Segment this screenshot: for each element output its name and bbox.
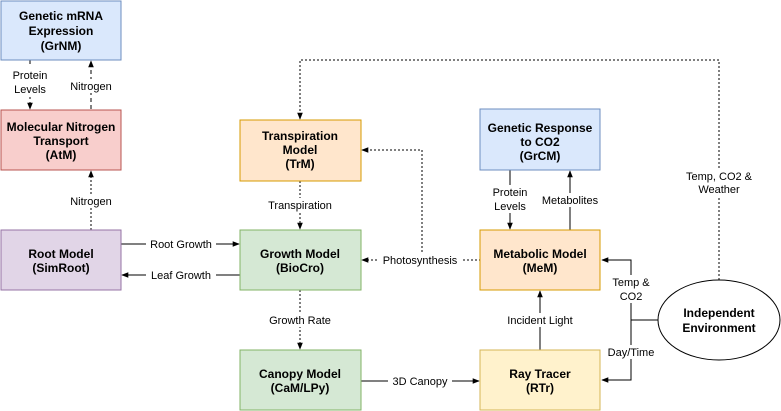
node-mem[interactable]: Metabolic Model (MeM): [479, 229, 601, 291]
node-simroot-line2: (SimRoot): [32, 261, 89, 275]
label-transpiration: Transpiration: [268, 200, 332, 212]
node-mem-line1: Metabolic Model: [493, 247, 586, 261]
edge-labels: Protein Levels Nitrogen Nitrogen Root Gr…: [6, 67, 753, 388]
node-cam-line2: (CaM/LPy): [271, 381, 330, 395]
node-grcm-box: [479, 108, 601, 171]
label-protein-levels-2-line2: Levels: [494, 201, 526, 213]
label-leaf-growth: Leaf Growth: [151, 270, 211, 282]
label-day-time: Day/Time: [608, 347, 655, 359]
node-grcm-line1: Genetic Response: [488, 121, 593, 135]
node-rtr-line2: (RTr): [526, 381, 554, 395]
label-temp-co2-weather-line2: Weather: [698, 184, 740, 196]
label-growth-rate: Growth Rate: [269, 315, 331, 327]
label-metabolites: Metabolites: [542, 195, 599, 207]
node-grcm-line2: to CO2: [520, 135, 560, 149]
node-grcm[interactable]: Genetic Response to CO2 (GrCM): [479, 108, 601, 171]
node-simroot-box: [0, 229, 122, 291]
node-grcm-line3: (GrCM): [520, 149, 561, 163]
node-simroot-line1: Root Model: [28, 247, 93, 261]
node-atm-line3: (AtM): [46, 148, 77, 162]
label-protein-levels-1-line1: Protein: [13, 70, 48, 82]
node-trm-box: [239, 119, 362, 182]
node-rtr-line1: Ray Tracer: [509, 367, 571, 381]
node-atm-line1: Molecular Nitrogen: [7, 120, 116, 134]
node-biocro-line2: (BioCro): [276, 261, 324, 275]
node-cam-line1: Canopy Model: [259, 367, 341, 381]
label-nitrogen-2: Nitrogen: [70, 196, 112, 208]
node-mem-line2: (MeM): [523, 261, 558, 275]
node-simroot[interactable]: Root Model (SimRoot): [0, 229, 122, 291]
label-temp-co2-weather-line1: Temp, CO2 &: [686, 171, 753, 183]
node-env-line1: Independent: [683, 306, 754, 320]
node-grnm-box: [0, 0, 122, 61]
node-grnm-line2: Expression: [29, 24, 94, 38]
edge-day-time: [601, 320, 632, 383]
node-env-line2: Environment: [682, 321, 755, 335]
label-temp-co2-line2: CO2: [620, 291, 643, 303]
node-grnm[interactable]: Genetic mRNA Expression (GrNM): [0, 0, 122, 61]
label-protein-levels-2-line1: Protein: [493, 187, 528, 199]
node-grnm-line3: (GrNM): [41, 39, 82, 53]
node-atm[interactable]: Molecular Nitrogen Transport (AtM): [0, 109, 122, 171]
label-incident-light: Incident Light: [507, 315, 572, 327]
node-biocro-line1: Growth Model: [260, 247, 340, 261]
label-photosynthesis: Photosynthesis: [383, 255, 458, 267]
label-nitrogen-1: Nitrogen: [70, 81, 112, 93]
node-atm-box: [0, 109, 122, 171]
label-protein-levels-1-line2: Levels: [14, 84, 46, 96]
node-env[interactable]: Independent Environment: [657, 279, 781, 361]
edge-photosynthesis-to-trm: [361, 147, 423, 260]
node-rtr-box: [479, 349, 601, 411]
node-biocro-box: [239, 229, 362, 291]
node-trm[interactable]: Transpiration Model (TrM): [239, 119, 362, 182]
node-grnm-line1: Genetic mRNA: [19, 9, 103, 23]
node-biocro[interactable]: Growth Model (BioCro): [239, 229, 362, 291]
node-atm-line2: Transport: [33, 134, 88, 148]
node-trm-line2: Model: [283, 143, 318, 157]
node-trm-line3: (TrM): [285, 157, 314, 171]
node-trm-line1: Transpiration: [262, 129, 338, 143]
node-env-ellipse: [657, 279, 781, 361]
node-cam-box: [239, 349, 362, 411]
node-mem-box: [479, 229, 601, 291]
label-temp-co2-line1: Temp &: [612, 277, 650, 289]
label-3d-canopy: 3D Canopy: [392, 376, 448, 388]
node-rtr[interactable]: Ray Tracer (RTr): [479, 349, 601, 411]
node-cam[interactable]: Canopy Model (CaM/LPy): [239, 349, 362, 411]
label-root-growth: Root Growth: [150, 239, 212, 251]
edges: [27, 59, 720, 384]
